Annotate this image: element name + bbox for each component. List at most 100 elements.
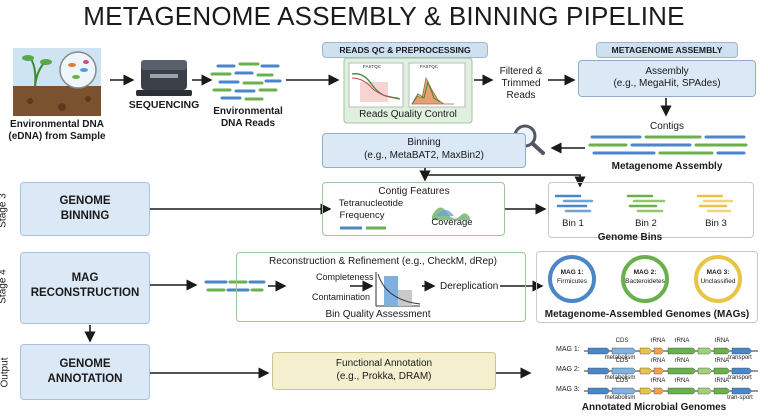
gene-arrow [667, 347, 697, 355]
sample-label-line2: (eDNA) from Sample [8, 131, 106, 142]
gene-arrow [653, 347, 665, 355]
gene-arrow [667, 367, 697, 375]
gene-arrow [611, 387, 637, 395]
features-title: Contig Features [378, 186, 450, 197]
refine-assessment: Bin Quality Assessment [325, 309, 431, 320]
genome-tracks [584, 347, 758, 395]
contig-features-box [322, 182, 505, 236]
mag-reconstruction-stage [20, 252, 150, 324]
bin3-label: Bin 3 [705, 218, 727, 229]
feature-graphics [340, 207, 470, 230]
sequencing-label: SEQUENCING [128, 99, 200, 111]
output-line2: ANNOTATION [47, 373, 123, 385]
refinement-box [236, 252, 526, 322]
refine-completeness: Completeness [316, 272, 374, 282]
gene-arrow [731, 367, 753, 375]
quality-chart [375, 272, 421, 307]
gene-arrow [713, 387, 731, 395]
mag3-name: MAG 3: [706, 269, 730, 276]
gene-label-metabolism: metabolism [604, 395, 636, 401]
filtered-line2: Trimmed [501, 78, 541, 89]
gene-arrow [587, 387, 611, 395]
gene-arrow [587, 347, 611, 355]
genome-row-label: MAG 3: [556, 386, 580, 393]
mag3-taxon: Unclassified [700, 278, 736, 285]
assembly-box [578, 60, 756, 97]
binning-line2: (e.g., MetaBAT2, MaxBin2) [364, 150, 484, 161]
gene-label-transport: tran-sport [727, 395, 753, 401]
gene-arrow [587, 367, 611, 375]
qc-section-header: READS QC & PREPROCESSING [322, 42, 488, 58]
mags-caption: Metagenome-Assembled Genomes (MAGs) [544, 309, 750, 320]
mag2-taxon: Bacteroidetes [625, 278, 665, 285]
gene-label-trna: tRNA [714, 358, 730, 364]
genome-binning-stage [20, 182, 150, 236]
genomes-caption: Annotated Microbial Genomes [581, 402, 727, 413]
reads-label-line2: DNA Reads [220, 118, 276, 129]
features-tnf1: Tetranucleotide [338, 198, 404, 209]
gene-arrow [731, 347, 753, 355]
refine-contamination: Contamination [312, 292, 371, 302]
gene-arrow [713, 367, 731, 375]
fastqc-label-b: FASTQC [420, 64, 439, 69]
mag1-taxon: Firmicutes [557, 278, 587, 285]
assembly-section-header: METAGENOME ASSEMBLY [596, 42, 738, 58]
features-tnf2: Frequency [339, 210, 385, 221]
gene-label-rrna-b: rRNA [674, 338, 690, 344]
stage3-line2: BINNING [60, 210, 110, 222]
dna-reads-icon [210, 62, 282, 101]
gene-label-transport: transport [728, 375, 752, 381]
filtered-line3: Reads [506, 90, 536, 101]
gene-label-metabolism: metabolism [604, 375, 636, 381]
functional-annotation-box [272, 352, 496, 390]
stage3-side-label: Stage 3 [0, 193, 9, 228]
gene-label-metabolism: metabolism [604, 355, 636, 361]
fastqc-label-a: FASTQC [363, 64, 382, 69]
mags-box [536, 251, 758, 323]
sequencer-icon [136, 60, 192, 96]
stage4-line1: MAG [71, 272, 99, 284]
gene-label-cds: CDS [615, 378, 629, 384]
gene-label-rrna-a: rRNA [650, 358, 666, 364]
refine-dereplication: Dereplication [440, 281, 499, 292]
mag-circles [548, 255, 742, 303]
gene-arrow [653, 367, 665, 375]
gene-arrow [697, 367, 713, 375]
stage4-side-label: Stage 4 [0, 269, 9, 304]
gene-label-transport: transport [728, 355, 752, 361]
contigs-graphic [588, 135, 748, 155]
annotation-line1: Functional Annotation [335, 358, 433, 369]
refine-input-contigs [204, 280, 266, 292]
genome-row-label: MAG 1: [556, 346, 580, 353]
gene-arrow [653, 387, 665, 395]
bins-caption: Genome Bins [597, 232, 663, 243]
assembly-caption: Metagenome Assembly [611, 161, 723, 172]
gene-arrow [713, 347, 731, 355]
gene-arrow [667, 387, 697, 395]
contigs-label: Contigs [650, 121, 684, 132]
stage4-line2: RECONSTRUCTION [30, 287, 140, 299]
gene-arrow [611, 347, 637, 355]
output-side-label: Output [0, 357, 11, 388]
qc-panel [343, 57, 473, 124]
features-coverage: Coverage [431, 217, 473, 228]
environmental-sample-icon [13, 48, 101, 116]
annotation-line2: (e.g., Prokka, DRAM) [336, 371, 432, 382]
binning-line1: Binning [407, 137, 441, 148]
gene-label-trna: tRNA [714, 378, 730, 384]
gene-arrow [697, 387, 713, 395]
bin1-label: Bin 1 [562, 218, 584, 229]
filtered-line1: Filtered & [499, 66, 543, 77]
gene-arrow [731, 387, 753, 395]
gene-arrow [611, 367, 637, 375]
gene-arrow [639, 347, 653, 355]
gene-arrow [697, 347, 713, 355]
assembly-line1: Assembly [645, 66, 689, 77]
genome-annotation-stage [20, 344, 150, 400]
gene-label-trna: tRNA [714, 338, 730, 344]
gene-label-cds: CDS [615, 338, 629, 344]
gene-label-rrna-a: rRNA [650, 338, 666, 344]
stage3-line1: GENOME [59, 195, 111, 207]
